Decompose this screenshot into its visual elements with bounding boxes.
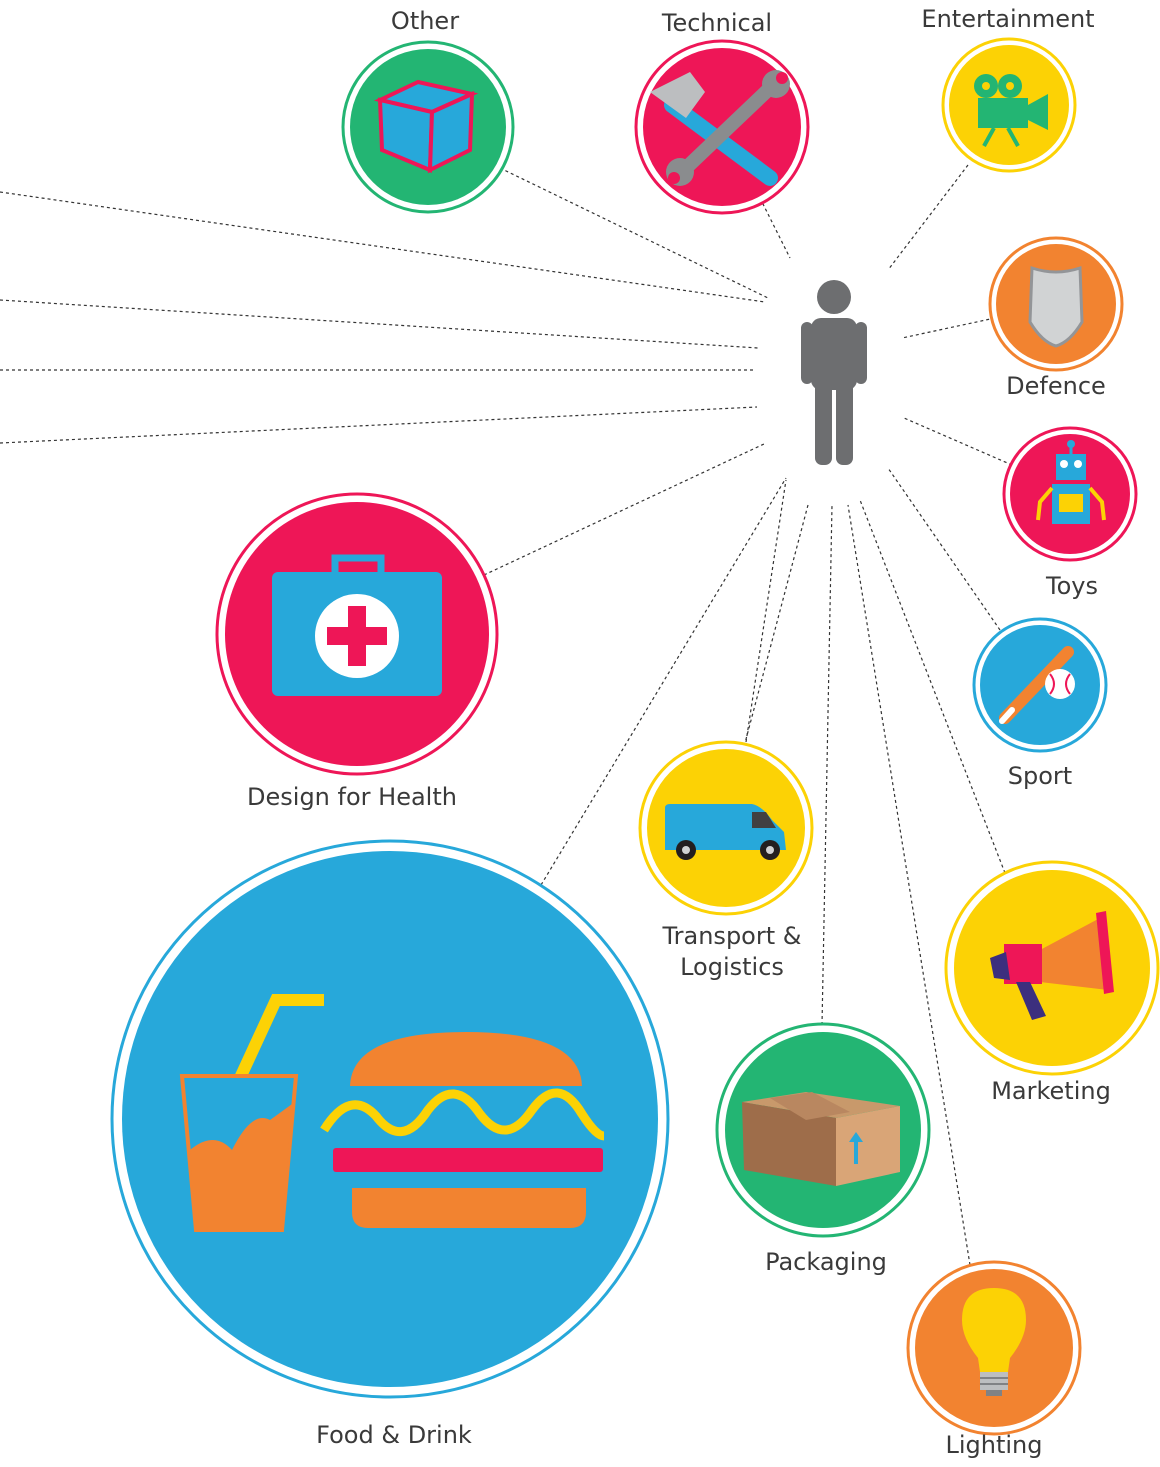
category-design-for-health[interactable]: Design for Health xyxy=(215,492,499,811)
connector-offscreen-1 xyxy=(0,191,766,303)
connector-lines xyxy=(0,164,1013,1266)
baseball-bat-icon xyxy=(999,646,1075,724)
cube-icon xyxy=(373,79,479,174)
connector-health xyxy=(483,443,765,576)
category-label: Lighting xyxy=(945,1431,1042,1459)
connector-lighting xyxy=(847,504,971,1266)
connector-sport xyxy=(887,467,1001,631)
category-label: Other xyxy=(391,7,459,35)
connector-packaging xyxy=(821,504,833,1026)
shield-icon xyxy=(1028,265,1084,348)
connector-extra xyxy=(744,504,809,744)
connector-transport xyxy=(745,479,787,743)
box-icon xyxy=(742,1092,900,1186)
category-defence[interactable]: Defence xyxy=(988,236,1124,400)
first-aid-kit-icon xyxy=(272,554,442,696)
light-bulb-icon xyxy=(962,1288,1026,1396)
category-label: Defence xyxy=(1006,372,1106,400)
movie-camera-icon xyxy=(974,74,1048,147)
category-packaging[interactable]: Packaging xyxy=(715,1022,931,1276)
category-transport-logistics[interactable]: Transport & Logistics xyxy=(638,740,814,981)
category-label: Toys xyxy=(1045,572,1098,600)
category-sport[interactable]: Sport xyxy=(972,617,1108,790)
burger-drink-icon xyxy=(179,994,605,1232)
robot-icon xyxy=(1036,440,1106,524)
megaphone-icon xyxy=(990,911,1114,1020)
category-food-drink[interactable]: Food & Drink xyxy=(110,839,670,1449)
category-label: Marketing xyxy=(991,1077,1111,1105)
hammer-wrench-icon xyxy=(650,70,790,186)
connector-food xyxy=(537,477,787,891)
connector-other xyxy=(499,167,769,299)
category-entertainment[interactable]: Entertainment xyxy=(921,5,1095,173)
category-label: Technical xyxy=(661,9,772,37)
category-label: Entertainment xyxy=(921,5,1094,33)
category-label: Sport xyxy=(1008,762,1072,790)
connector-marketing xyxy=(859,499,1006,874)
category-label: Food & Drink xyxy=(316,1421,472,1449)
van-icon xyxy=(665,804,786,860)
category-label: Packaging xyxy=(765,1248,887,1276)
connector-entertainment xyxy=(887,164,969,271)
connector-offscreen-4 xyxy=(0,406,758,444)
person-icon xyxy=(801,280,867,465)
category-label-line2: Logistics xyxy=(680,953,784,981)
connector-toys xyxy=(903,417,1013,466)
category-technical[interactable]: Technical xyxy=(634,9,810,215)
category-label: Design for Health xyxy=(247,783,457,811)
category-lighting[interactable]: Lighting xyxy=(906,1260,1082,1459)
category-other[interactable]: Other xyxy=(341,7,515,214)
connector-defence xyxy=(901,317,996,339)
category-toys[interactable]: Toys xyxy=(1002,426,1138,600)
category-label: Transport & xyxy=(662,922,802,950)
connector-technical xyxy=(759,197,791,259)
category-marketing[interactable]: Marketing xyxy=(944,860,1160,1105)
connector-offscreen-2 xyxy=(0,299,759,349)
